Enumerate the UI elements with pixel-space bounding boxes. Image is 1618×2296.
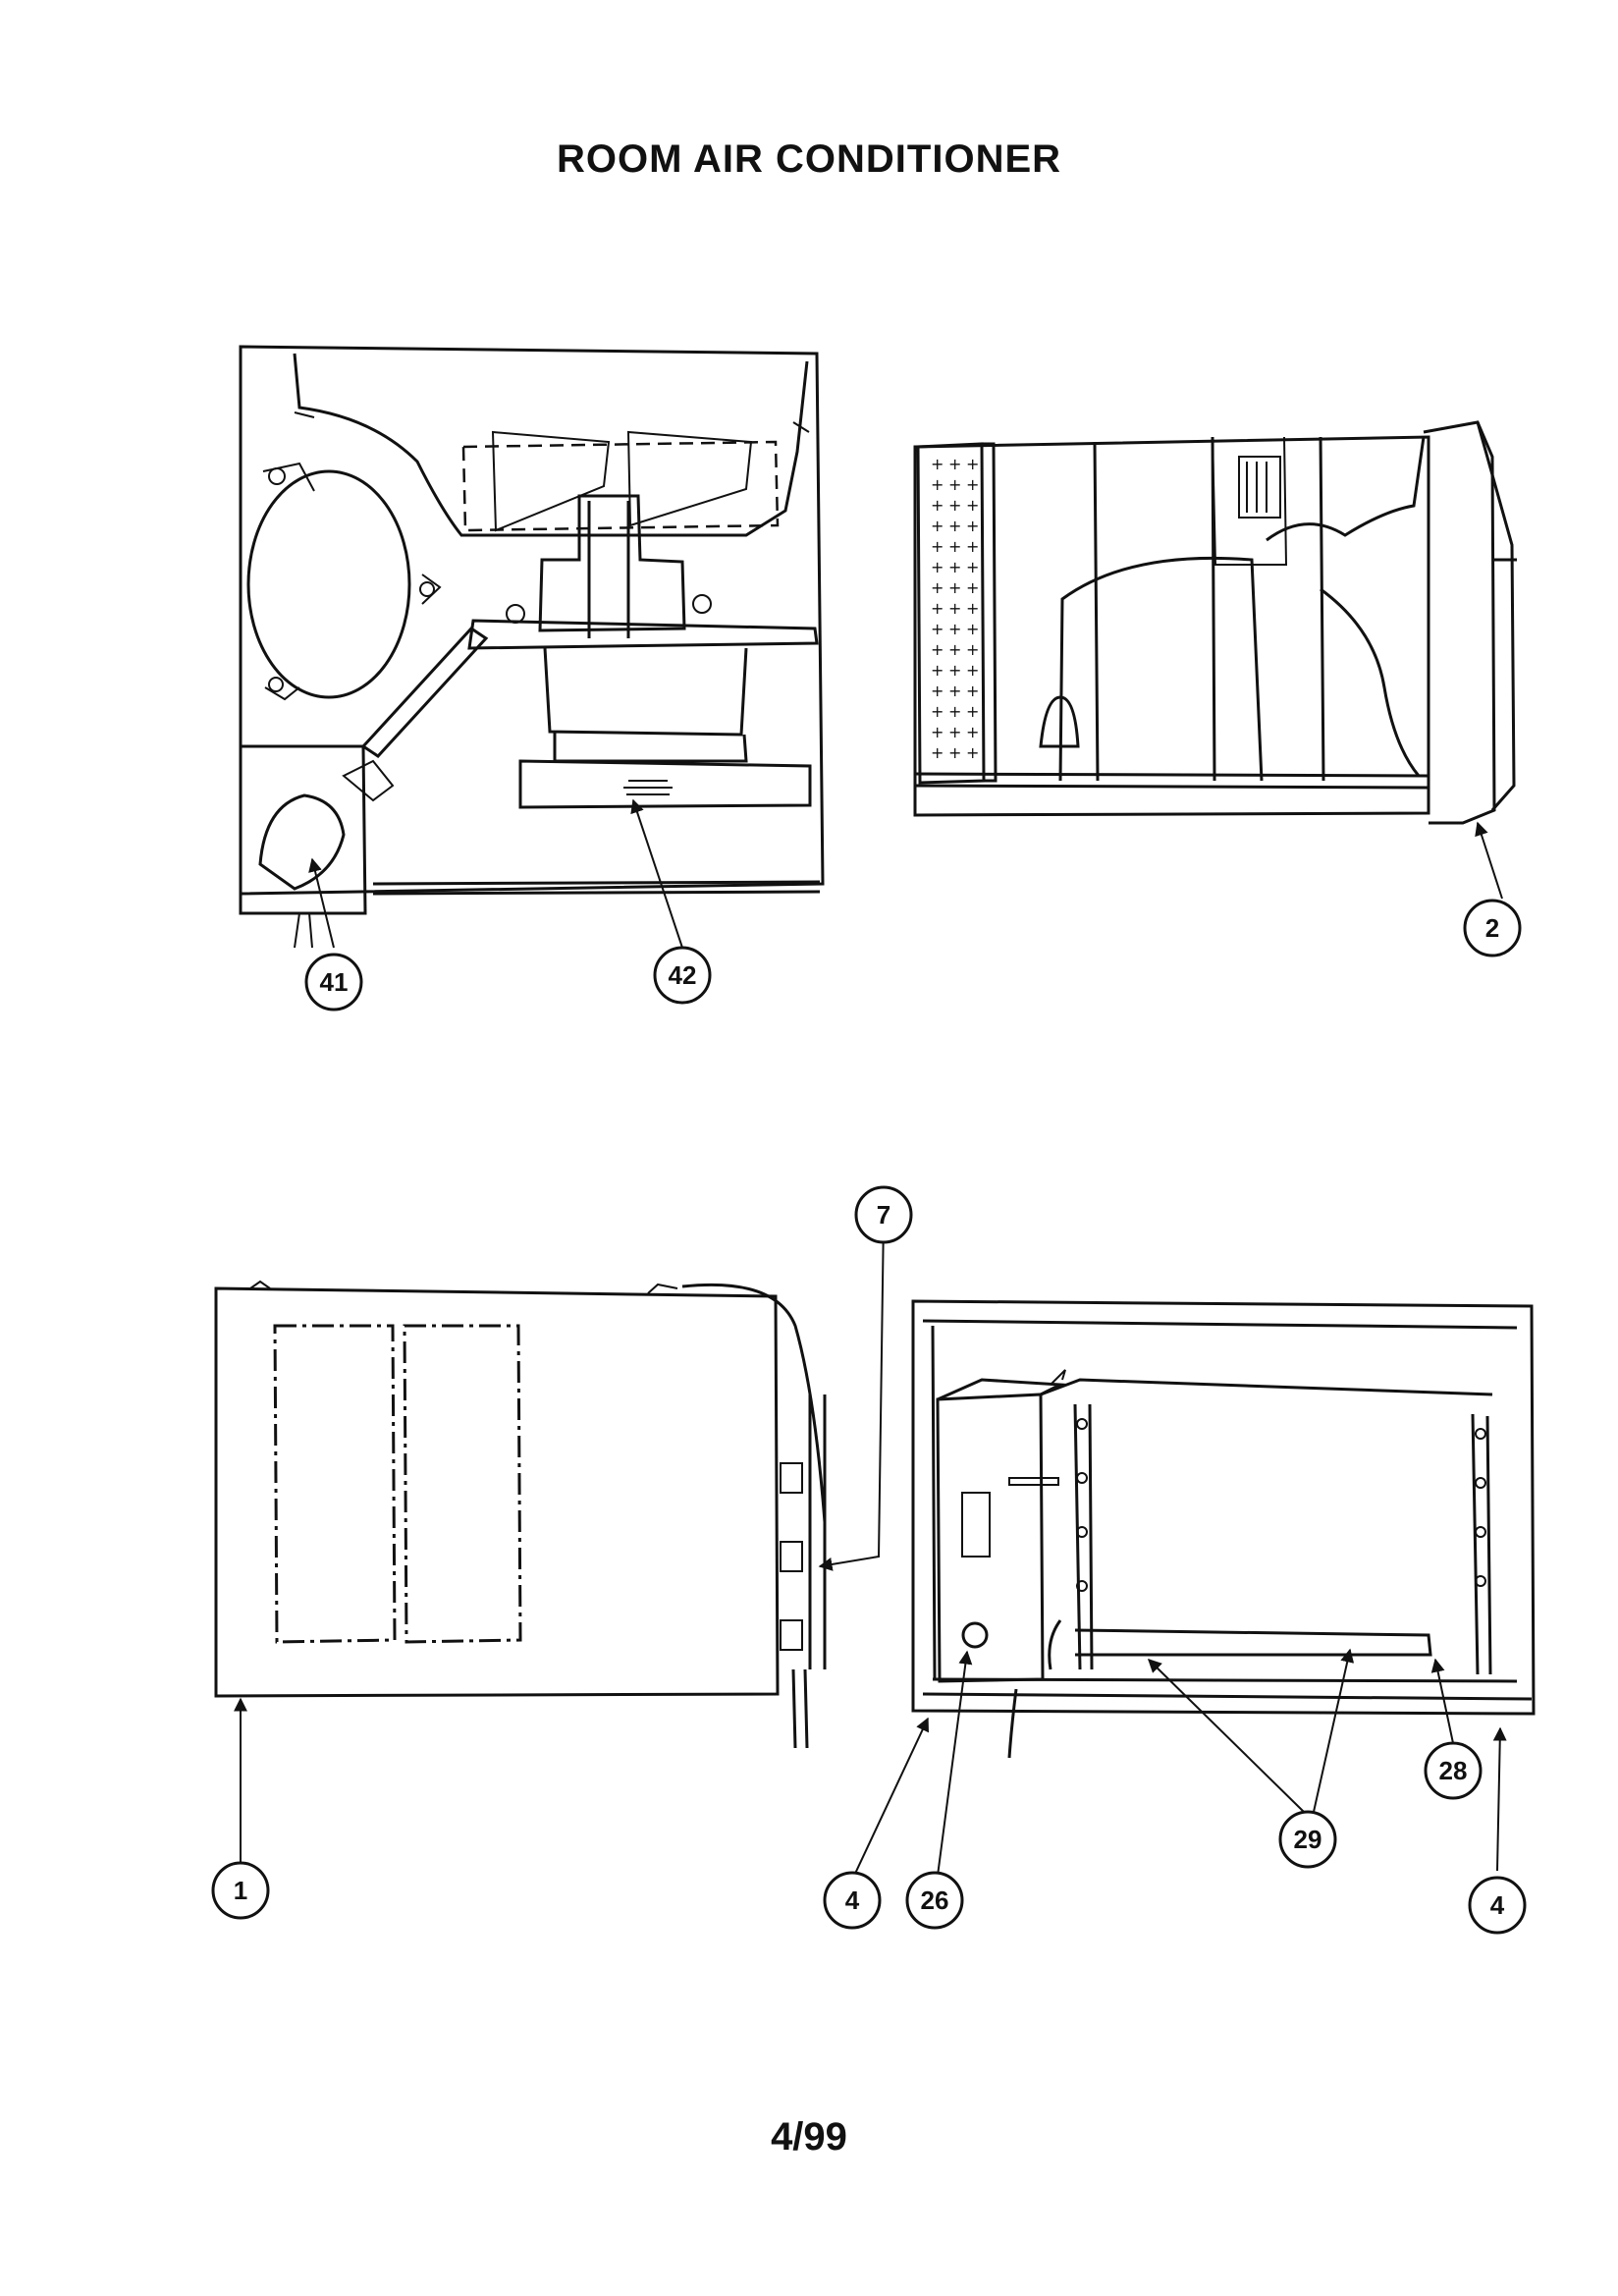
fin-mark: + [966, 620, 979, 638]
callout-7-label: 7 [877, 1200, 890, 1230]
fin-mark: + [948, 455, 961, 473]
fin-mark: + [931, 517, 944, 535]
fin-mark: + [931, 682, 944, 700]
fin-mark: + [966, 537, 979, 556]
cabinet-side-view [214, 1280, 827, 1749]
fin-mark: + [931, 475, 944, 494]
fin-mark: + [948, 537, 961, 556]
unit-side-view [913, 420, 1517, 825]
chassis-top-view [239, 345, 825, 949]
coil-fin-marks: ++++++++++++++++++++++++++++++++++++++++… [931, 455, 979, 762]
fin-mark: + [966, 475, 979, 494]
callout-1-label: 1 [234, 1876, 247, 1905]
fin-mark: + [966, 599, 979, 618]
callout-7: 7 [854, 1185, 913, 1244]
callout-leaders [234, 798, 1507, 1877]
callout-26-label: 26 [921, 1886, 949, 1915]
page-number: 4/99 [771, 2115, 847, 2159]
callout-28-label: 28 [1439, 1756, 1468, 1785]
fin-mark: + [931, 578, 944, 597]
callout-4-right-label: 4 [1490, 1890, 1505, 1920]
callout-4-left: 4 [823, 1871, 882, 1930]
fin-mark: + [948, 682, 961, 700]
callout-4-right: 4 [1468, 1876, 1527, 1935]
callout-26: 26 [905, 1871, 964, 1930]
fin-mark: + [931, 537, 944, 556]
callout-1: 1 [211, 1861, 270, 1920]
callout-41: 41 [304, 953, 363, 1011]
fin-mark: + [966, 455, 979, 473]
fin-mark: + [966, 517, 979, 535]
fin-mark: + [931, 496, 944, 515]
fin-mark: + [948, 661, 961, 680]
callout-28: 28 [1424, 1741, 1483, 1800]
callout-41-label: 41 [320, 967, 349, 997]
fin-mark: + [931, 743, 944, 762]
fin-mark: + [931, 640, 944, 659]
fin-mark: + [948, 702, 961, 721]
fin-mark: + [948, 599, 961, 618]
fin-mark: + [931, 455, 944, 473]
fin-mark: + [966, 702, 979, 721]
fin-mark: + [966, 640, 979, 659]
fin-mark: + [931, 661, 944, 680]
fin-mark: + [966, 743, 979, 762]
fin-mark: + [931, 620, 944, 638]
fin-mark: + [948, 620, 961, 638]
fin-mark: + [948, 496, 961, 515]
callout-42-label: 42 [669, 960, 697, 990]
fin-mark: + [931, 599, 944, 618]
callout-42: 42 [653, 946, 712, 1005]
base-pan-view [911, 1299, 1536, 1759]
fin-mark: + [948, 475, 961, 494]
page-title: ROOM AIR CONDITIONER [556, 137, 1062, 181]
fin-mark: + [966, 682, 979, 700]
fin-mark: + [948, 640, 961, 659]
callout-2-label: 2 [1485, 913, 1499, 943]
callout-29: 29 [1278, 1810, 1337, 1869]
fin-mark: + [948, 558, 961, 576]
fin-mark: + [948, 743, 961, 762]
fin-mark: + [948, 517, 961, 535]
callout-29-label: 29 [1294, 1825, 1322, 1854]
fin-mark: + [966, 558, 979, 576]
fin-mark: + [931, 723, 944, 741]
fin-mark: + [966, 723, 979, 741]
fin-mark: + [966, 661, 979, 680]
fin-mark: + [948, 578, 961, 597]
fin-mark: + [948, 723, 961, 741]
fin-mark: + [931, 558, 944, 576]
fin-mark: + [966, 496, 979, 515]
callout-4-left-label: 4 [845, 1886, 860, 1915]
fin-mark: + [966, 578, 979, 597]
fin-mark: + [931, 702, 944, 721]
callout-2: 2 [1463, 899, 1522, 957]
